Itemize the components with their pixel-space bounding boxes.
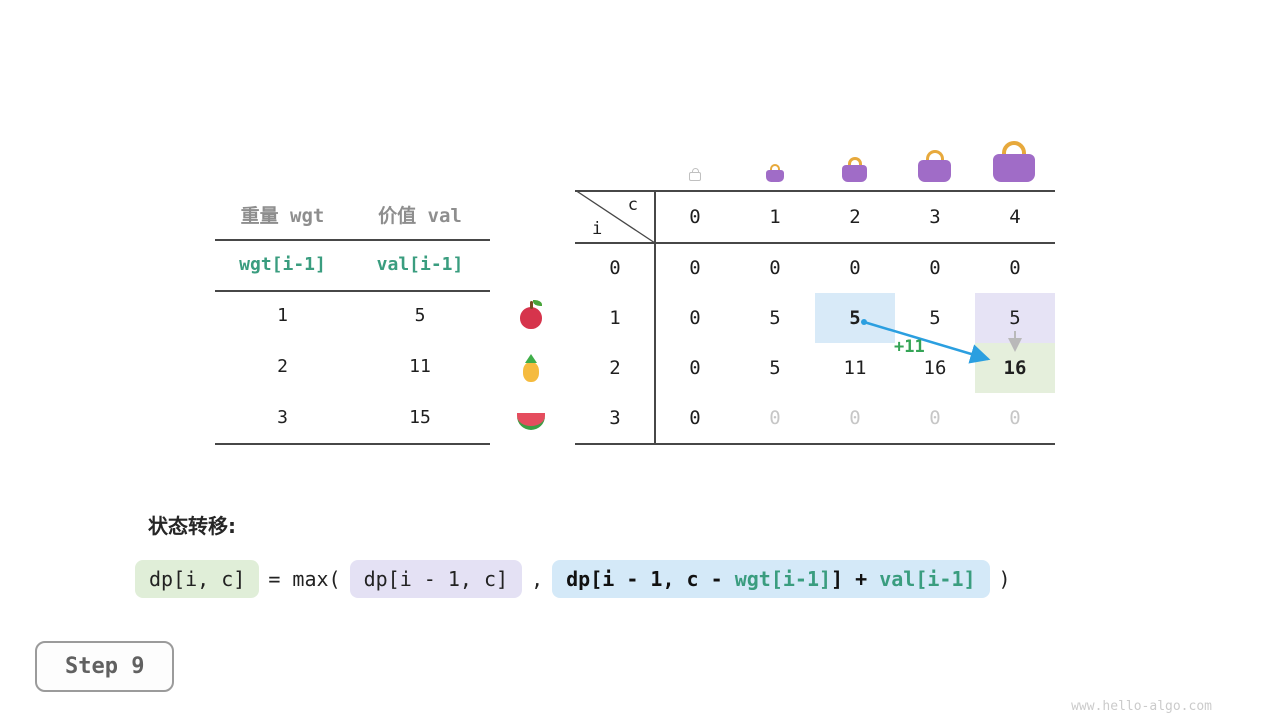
arrow-add-label: +11 — [894, 337, 925, 357]
dp-cell: 0 — [769, 407, 781, 429]
dp-table-rule — [575, 242, 1055, 244]
formula-arg2-chip: dp[i - 1, c - wgt[i-1]] + val[i-1] — [552, 560, 990, 598]
dp-cell: 0 — [689, 307, 701, 329]
transition-title: 状态转移: — [148, 514, 236, 538]
dp-cell-source-highlight: 5 — [815, 293, 895, 343]
dp-table-rule — [575, 443, 1055, 445]
dp-cell: 0 — [1009, 257, 1021, 279]
dp-cell-above-highlight: 5 — [975, 293, 1055, 343]
item-row: 3 15 — [215, 392, 490, 443]
formula-arg2-mid: ] + — [831, 567, 880, 591]
watermark: www.hello-algo.com — [1071, 699, 1212, 714]
dp-cell: 0 — [929, 407, 941, 429]
formula-arg2-wgt: wgt[i-1] — [734, 567, 832, 591]
dp-grid: c i 0 1 2 3 4 0 0 0 0 0 0 1 0 5 5 5 5 2 … — [575, 190, 1055, 443]
dp-row-header: 2 — [609, 357, 621, 379]
bag-handle — [847, 157, 862, 165]
item-table-header-row: 重量 wgt 价值 val — [215, 190, 490, 239]
bag-handle — [925, 150, 944, 160]
corner-row-label: i — [592, 219, 603, 239]
dp-cell-current-highlight: 16 — [975, 343, 1055, 393]
dp-row-header: 3 — [609, 407, 621, 429]
weight-column-header: 重量 wgt — [240, 205, 325, 227]
dp-cell: 5 — [769, 307, 781, 329]
transition-formula: dp[i, c] = max( dp[i - 1, c] , dp[i - 1,… — [135, 560, 1011, 598]
item-wgt: 2 — [277, 356, 288, 377]
dp-col-header: 0 — [689, 205, 701, 228]
item-val: 15 — [409, 407, 431, 428]
dp-cell: 5 — [769, 357, 781, 379]
value-column-header: 价值 val — [378, 205, 462, 227]
bag-body — [842, 165, 867, 182]
dp-row-header: 0 — [609, 257, 621, 279]
item-wgt: 3 — [277, 407, 288, 428]
item-table-rule — [215, 290, 490, 292]
dp-col-header: 2 — [849, 205, 861, 228]
item-table-rule — [215, 443, 490, 445]
formula-operator: = max( — [268, 567, 341, 591]
bag-body — [766, 170, 784, 182]
bag-handle — [691, 168, 699, 172]
dp-cell: 11 — [843, 357, 867, 379]
dp-table-vline — [654, 190, 656, 445]
dp-cell: 0 — [689, 407, 701, 429]
dp-row-header: 1 — [609, 307, 621, 329]
bag-small-icon — [766, 164, 784, 182]
item-val: 5 — [414, 305, 426, 326]
item-val: 11 — [409, 356, 431, 377]
corner-diagonal — [575, 190, 655, 243]
dp-table: c i 0 1 2 3 4 0 0 0 0 0 0 1 0 5 5 5 5 2 … — [575, 190, 1055, 445]
bag-large-icon — [918, 150, 951, 182]
dp-col-header: 3 — [929, 205, 941, 228]
formula-lhs-chip: dp[i, c] — [135, 560, 260, 598]
corner-col-label: c — [627, 195, 638, 215]
dp-corner-cell: c i — [575, 190, 655, 243]
item-table-rule — [215, 239, 490, 241]
bag-body — [689, 172, 701, 181]
dp-cell: 5 — [929, 307, 941, 329]
bag-xlarge-icon — [993, 141, 1035, 182]
dp-col-header: 1 — [769, 205, 781, 228]
pineapple-icon — [523, 362, 539, 382]
formula-arg2-pre: dp[i - 1, c - — [566, 567, 735, 591]
dp-cell: 0 — [849, 257, 861, 279]
wgt-subheader: wgt[i-1] — [239, 254, 326, 275]
step-button[interactable]: Step 9 — [35, 641, 175, 692]
item-row: 1 5 — [215, 290, 490, 341]
formula-close: ) — [998, 567, 1011, 591]
formula-arg1-chip: dp[i - 1, c] — [349, 560, 523, 598]
dp-cell: 0 — [689, 357, 701, 379]
dp-cell: 16 — [923, 357, 947, 379]
dp-table-rule — [575, 190, 1055, 192]
dp-cell: 0 — [769, 257, 781, 279]
dp-cell: 0 — [689, 257, 701, 279]
dp-cell: 0 — [1009, 407, 1021, 429]
bag-body — [918, 160, 951, 182]
apple-icon — [520, 300, 542, 329]
bag-medium-icon — [842, 157, 867, 182]
item-wgt: 1 — [277, 305, 288, 326]
dp-col-header: 4 — [1009, 205, 1021, 228]
bag-outline-icon — [689, 168, 701, 181]
item-table-subheader-row: wgt[i-1] val[i-1] — [215, 239, 490, 290]
dp-cell: 0 — [929, 257, 941, 279]
val-subheader: val[i-1] — [376, 254, 464, 275]
item-table: 重量 wgt 价值 val wgt[i-1] val[i-1] 1 5 2 11… — [215, 190, 490, 445]
dp-cell: 0 — [849, 407, 861, 429]
formula-arg2-val: val[i-1] — [879, 567, 976, 591]
bag-handle — [1002, 141, 1026, 154]
item-row: 2 11 — [215, 341, 490, 392]
bag-body — [993, 154, 1035, 182]
formula-comma: , — [531, 567, 544, 591]
watermelon-icon — [517, 413, 545, 430]
bag-handle — [770, 164, 780, 170]
